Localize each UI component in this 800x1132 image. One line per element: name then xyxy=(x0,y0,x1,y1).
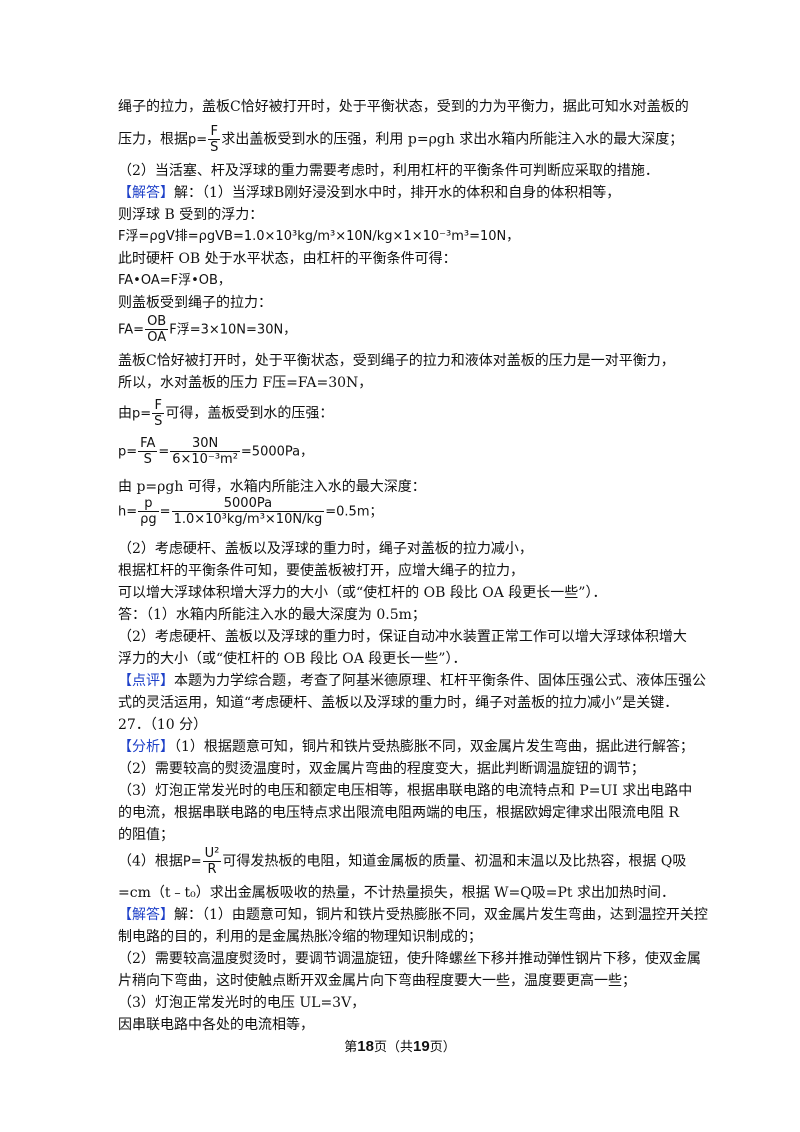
text-line: 式的灵活运用，知道“考虑硬杆、盖板以及浮球的重力时，绳子对盖板的拉力减小”是关键… xyxy=(118,695,679,711)
comment-tag: 【点评】 xyxy=(118,673,174,689)
formula-line: F浮=ρgV排=ρgVB=1.0×10³kg/m³×10N/kg×1×10⁻³m… xyxy=(118,229,520,244)
analysis-tag: 【分析】 xyxy=(118,739,174,755)
text-line: （3）灯泡正常发光时的电压 UL=3V， xyxy=(118,995,366,1011)
text-line: （2）考虑硬杆、盖板以及浮球的重力时，保证自动冲水装置正常工作可以增大浮球体积增… xyxy=(118,629,687,645)
text-line: 此时硬杆 OB 处于水平状态，由杠杆的平衡条件可得： xyxy=(118,251,457,267)
text-line: 则浮球 B 受到的浮力： xyxy=(118,207,264,223)
text-line: 【解答】解：（1）当浮球B刚好浸没到水中时，排开水的体积和自身的体积相等， xyxy=(118,185,621,201)
answer-tag: 【解答】 xyxy=(118,907,174,923)
text-line: （2）当活塞、杆及浮球的重力需要考虑时，利用杠杆的平衡条件可判断应采取的措施． xyxy=(118,163,659,179)
formula-line: FA•OA=F浮•OB， xyxy=(118,273,231,288)
text-line: 浮力的大小（或“使杠杆的 OB 段比 OA 段更长一些”）． xyxy=(118,651,467,667)
text-line: 的阻值； xyxy=(118,827,174,843)
text-line: =cm（t﹣t₀）求出金属板吸收的热量，不计热量损失，根据 W=Q吸=Pt 求出… xyxy=(118,885,675,901)
text-line: 片稍向下弯曲，这时使触点断开双金属片向下弯曲程度要大一些，温度要更高一些； xyxy=(118,973,636,989)
answer-tag: 【解答】 xyxy=(118,185,174,201)
text-line: 所以，水对盖板的压力 F压=FA=30N， xyxy=(118,375,373,391)
page-footer: 第18页（共19页） xyxy=(344,1038,456,1055)
text-line: 【点评】本题为力学综合题，考查了阿基米德原理、杠杆平衡条件、固体压强公式、液体压… xyxy=(118,673,706,689)
text-line: 根据杠杆的平衡条件可知，要使盖板被打开，应增大绳子的拉力， xyxy=(118,563,524,579)
text-line: 绳子的拉力，盖板C恰好被打开时，处于平衡状态，受到的力为平衡力，据此可知水对盖板… xyxy=(118,99,689,115)
page-total: 19 xyxy=(413,1038,430,1055)
text-line: （2）需要较高的熨烫温度时，双金属片弯曲的程度变大，据此判断调温旋钮的调节； xyxy=(118,761,645,777)
question-number: 27．（10 分） xyxy=(118,717,208,733)
text-line: 答：（1）水箱内所能注入水的最大深度为 0.5m； xyxy=(118,607,426,623)
text-line: 则盖板受到绳子的拉力： xyxy=(118,295,272,311)
text-line: （3）灯泡正常发光时的电压和额定电压相等，根据串联电路的电流特点和 P=UI 求… xyxy=(118,783,693,799)
text-line: （2）需要较高温度熨烫时，要调节调温旋钮，使升降螺丝下移并推动弹性钢片下移，使双… xyxy=(118,951,701,967)
text-line: 【分析】（1）根据题意可知，铜片和铁片受热膨胀不同，双金属片发生弯曲，据此进行解… xyxy=(118,739,694,755)
text-line: 制电路的目的，利用的是金属热胀冷缩的物理知识制成的； xyxy=(118,929,482,945)
text-line: 可以增大浮球体积增大浮力的大小（或“使杠杆的 OB 段比 OA 段更长一些”）． xyxy=(118,585,607,601)
text-line: 盖板C恰好被打开时，处于平衡状态，受到绳子的拉力和液体对盖板的压力是一对平衡力， xyxy=(118,353,675,369)
text-line: 因串联电路中各处的电流相等， xyxy=(118,1017,314,1033)
text-line: 由 p=ρgh 可得，水箱内所能注入水的最大深度： xyxy=(118,479,426,495)
page-number: 18 xyxy=(357,1038,374,1055)
text-line: （2）考虑硬杆、盖板以及浮球的重力时，绳子对盖板的拉力减小， xyxy=(118,541,533,557)
text-line: 的电流，根据串联电路的电压特点求出限流电阻两端的电压，根据欧姆定律求出限流电阻 … xyxy=(118,805,679,821)
text-line: 【解答】解：（1）由题意可知，铜片和铁片受热膨胀不同，双金属片发生弯曲，达到温控… xyxy=(118,907,708,923)
